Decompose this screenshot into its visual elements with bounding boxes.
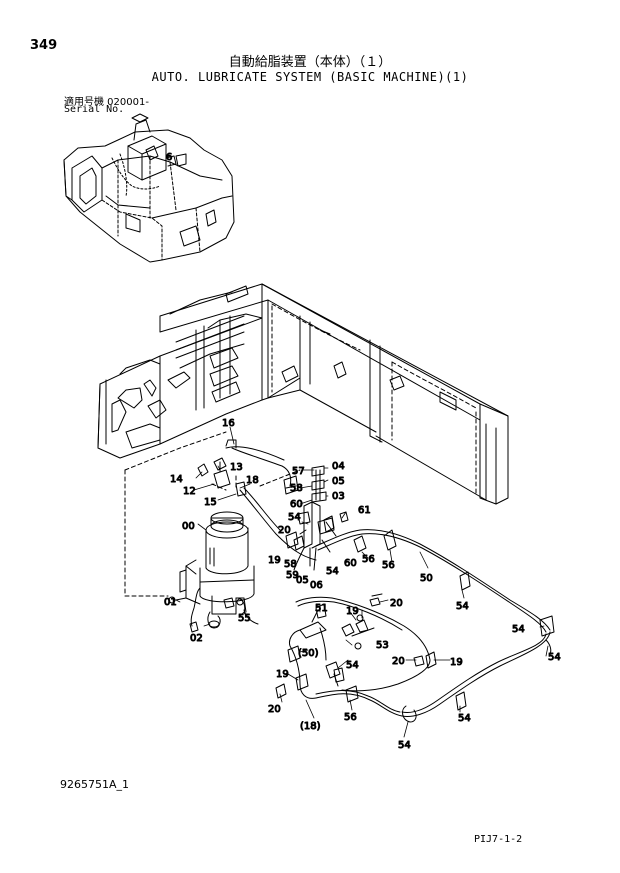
- callout-20-valve: 20: [278, 525, 291, 536]
- callout-12: 12: [183, 486, 196, 497]
- callout-54-valve: 54: [288, 512, 301, 523]
- callout-15: 15: [204, 497, 217, 508]
- serial-label-japanese: 適用号機 020001-: [64, 97, 149, 108]
- page-code: PIJ7-1-2: [474, 834, 523, 845]
- callout-60-mid: 60: [344, 558, 357, 569]
- callout-04: 04: [332, 461, 345, 472]
- callout-leaders: [175, 426, 549, 738]
- machine-overview-inset: [63, 113, 235, 263]
- callout-61: 61: [358, 505, 371, 516]
- callout-59: 59: [286, 570, 299, 581]
- callout-19-lower: 19: [450, 657, 463, 668]
- callout-20-lower: 20: [392, 656, 405, 667]
- callout-50-paren: (50): [298, 648, 319, 659]
- callout-13: 13: [230, 462, 243, 473]
- callout-05-top: 05: [332, 476, 345, 487]
- title-english: AUTO. LUBRICATE SYSTEM (BASIC MACHINE)(1…: [151, 70, 469, 84]
- callout-06: 06: [310, 580, 323, 591]
- callout-54-lower: 54: [346, 660, 359, 671]
- callout-14: 14: [170, 474, 183, 485]
- document-number: 9265751A_1: [60, 778, 130, 791]
- callout-18-paren: (18): [300, 721, 321, 732]
- callout-60-top: 60: [290, 499, 303, 510]
- callout-54-mid: 54: [326, 566, 339, 577]
- callout-19-bottom: 19: [276, 669, 289, 680]
- callout-58-top: 58: [290, 483, 303, 494]
- callout-20-right: 20: [390, 598, 403, 609]
- callout-05-mid: 05: [296, 575, 309, 586]
- callout-56-c: 56: [344, 712, 357, 723]
- upper-frame: [97, 283, 509, 505]
- callout-00: 00: [182, 521, 195, 532]
- callout-01: 01: [164, 597, 177, 608]
- callout-6: 6: [166, 152, 172, 163]
- callout-54-right: 54: [456, 601, 469, 612]
- callout-03: 03: [332, 491, 345, 502]
- hoses-and-fittings: [197, 439, 349, 571]
- callout-56-b: 56: [382, 560, 395, 571]
- callout-54-bottom-right: 54: [458, 713, 471, 724]
- callout-55: 55: [238, 613, 251, 624]
- callout-51: 51: [315, 603, 328, 614]
- callout-16: 16: [222, 418, 235, 429]
- callout-58-mid: 58: [284, 559, 297, 570]
- callout-02: 02: [190, 633, 203, 644]
- callout-54-far-right: 54: [512, 624, 525, 635]
- callout-20-bottom: 20: [268, 704, 281, 715]
- title-japanese: 自動給脂装置（本体）（１）: [228, 55, 392, 70]
- leader-lines: [124, 431, 301, 597]
- callout-53: 53: [376, 640, 389, 651]
- page-number: 349: [30, 38, 58, 53]
- callout-19-mid: 19: [346, 606, 359, 617]
- clamps: [275, 529, 555, 723]
- callout-50: 50: [420, 573, 433, 584]
- callout-54-edge: 54: [548, 652, 561, 663]
- callout-19-left: 19: [268, 555, 281, 566]
- callout-57: 57: [292, 466, 305, 477]
- lubrication-lines: [289, 529, 551, 717]
- callout-56-a: 56: [362, 554, 375, 565]
- callout-18: 18: [246, 475, 259, 486]
- callout-54-bottom: 54: [398, 740, 411, 751]
- serial-label-english: Serial No.: [64, 104, 125, 115]
